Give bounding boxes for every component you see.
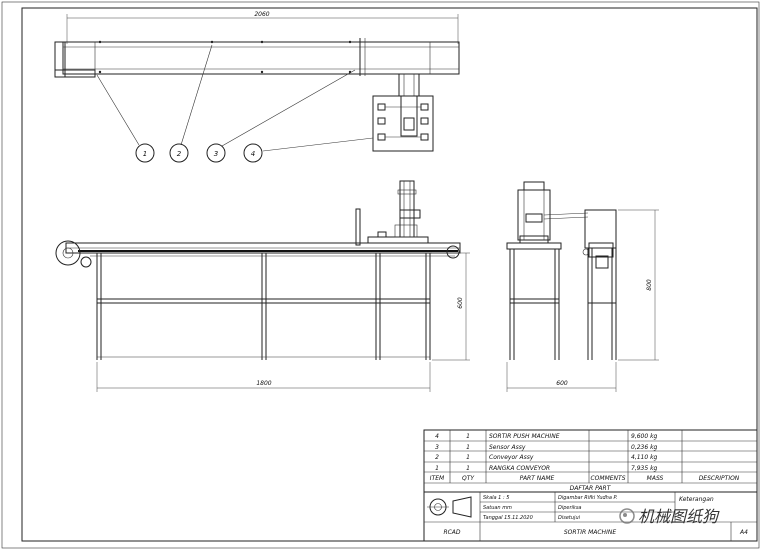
- balloon-3: 3: [206, 143, 226, 163]
- svg-text:COMMENTS: COMMENTS: [590, 475, 625, 482]
- balloon-1: 1: [135, 143, 155, 163]
- parts-row-2: 2 1 Conveyor Assy 4,110 kg: [435, 454, 657, 461]
- svg-text:1: 1: [466, 454, 470, 461]
- parts-list-title: DAFTAR PART: [570, 485, 612, 492]
- svg-text:ITEM: ITEM: [430, 475, 445, 482]
- svg-text:9,600 kg: 9,600 kg: [631, 433, 658, 440]
- svg-text:1: 1: [466, 465, 470, 472]
- dim-front-height: 600: [457, 297, 464, 309]
- checked-by-label: Diperiksa: [558, 505, 582, 511]
- dim-side-height: 800: [646, 279, 653, 291]
- unit-label: Satuan mm: [483, 505, 512, 511]
- parts-row-3: 3 1 Sensor Assy 0,236 kg: [435, 444, 657, 451]
- svg-text:PART NAME: PART NAME: [520, 475, 555, 482]
- svg-text:MASS: MASS: [647, 475, 664, 482]
- svg-text:4: 4: [435, 433, 439, 440]
- approved-by-label: Disetujui: [558, 515, 581, 521]
- balloon-2: 2: [169, 143, 189, 163]
- inner-border: [21, 7, 758, 542]
- svg-text:DESCRIPTION: DESCRIPTION: [699, 475, 740, 482]
- watermark-text: 机械图纸狗: [638, 507, 720, 526]
- svg-text:1: 1: [435, 465, 439, 472]
- svg-text:Sensor Assy: Sensor Assy: [489, 444, 526, 451]
- svg-text:0,236 kg: 0,236 kg: [631, 444, 658, 451]
- dim-top-length: 2060: [254, 11, 269, 18]
- title-block: Skala 1 : 5 Satuan mm Tanggal 15.11.2020…: [423, 491, 758, 542]
- date-label: Tanggal 15.11.2020: [483, 515, 533, 521]
- svg-text:SORTIR PUSH MACHINE: SORTIR PUSH MACHINE: [489, 433, 560, 440]
- balloon-4: 4: [243, 143, 263, 163]
- svg-text:4: 4: [251, 150, 255, 158]
- parts-row-1: 1 1 RANGKA CONVEYOR 7,935 kg: [435, 465, 657, 472]
- svg-text:2: 2: [435, 454, 439, 461]
- dim-side-width: 600: [556, 380, 568, 387]
- sheet-size: A4: [739, 529, 748, 536]
- svg-text:Conveyor Assy: Conveyor Assy: [489, 454, 534, 461]
- parts-header: ITEM QTY PART NAME COMMENTS MASS DESCRIP…: [430, 475, 740, 482]
- svg-text:RANGKA CONVEYOR: RANGKA CONVEYOR: [489, 465, 550, 472]
- top-view: 2060: [54, 11, 460, 152]
- parts-row-4: 4 1 SORTIR PUSH MACHINE 9,600 kg: [435, 433, 657, 440]
- parts-list: 4 1 SORTIR PUSH MACHINE 9,600 kg 3 1 Sen…: [423, 429, 758, 493]
- notes-label: Keterangan: [679, 496, 714, 503]
- push-machine-front: [367, 236, 429, 244]
- drawing-title: SORTIR MACHINE: [564, 529, 616, 536]
- company-name: RCAD: [443, 529, 460, 536]
- svg-text:1: 1: [143, 150, 147, 158]
- watermark: 机械图纸狗: [619, 507, 720, 526]
- side-view: 600 800: [506, 181, 659, 392]
- svg-text:2: 2: [177, 150, 182, 158]
- svg-text:3: 3: [435, 444, 439, 451]
- svg-text:7,935 kg: 7,935 kg: [631, 465, 658, 472]
- scale-label: Skala 1 : 5: [483, 495, 509, 501]
- svg-text:QTY: QTY: [462, 475, 475, 482]
- dim-front-length: 1800: [256, 380, 271, 387]
- svg-text:4,110 kg: 4,110 kg: [631, 454, 658, 461]
- svg-text:1: 1: [466, 444, 470, 451]
- motor-pulley: [55, 240, 81, 266]
- watermark-logo-icon: [619, 508, 635, 524]
- svg-text:3: 3: [214, 150, 218, 158]
- front-view: 1800 600: [55, 180, 470, 392]
- projection-symbol-icon: [427, 496, 472, 518]
- svg-text:1: 1: [466, 433, 470, 440]
- drawn-by-label: Digambar Rifki Yudha P.: [558, 495, 617, 501]
